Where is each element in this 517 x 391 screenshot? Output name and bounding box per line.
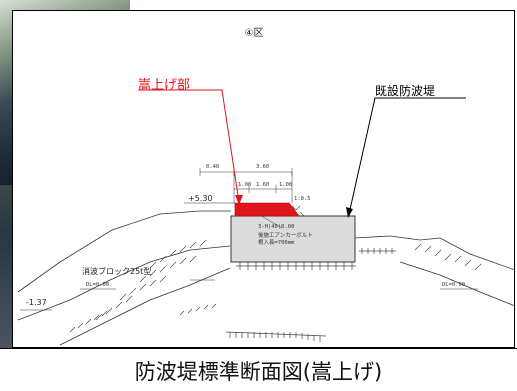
seabed-left: [59, 267, 231, 346]
dimension-lines: [184, 168, 293, 281]
raised-part-label: 嵩上げ部: [138, 78, 191, 93]
dim-left-label: 0.40: [206, 164, 220, 170]
dim-a-label: 1.00: [238, 182, 252, 188]
note-line2: 後施工アンカーボルト: [258, 233, 313, 239]
existing-breakwater-leader: [348, 97, 466, 215]
dim-total-label: 3.60: [256, 164, 270, 170]
figure-caption: 防波堤標準断面図(嵩上げ): [0, 348, 517, 391]
existing-caisson: [230, 215, 356, 263]
note-line1: 3-H(40)0.00: [258, 224, 295, 230]
raised-parapet: [234, 202, 300, 217]
elev-minus-label: -1.37: [26, 298, 47, 307]
existing-breakwater-arrowhead: [346, 207, 353, 218]
mound-inner-left: [17, 245, 231, 321]
armor-blocks-left: [95, 239, 207, 321]
raised-part-arrowhead: [235, 195, 243, 205]
seabed-right: [399, 261, 516, 307]
mound-outline-right: [354, 235, 516, 271]
cross-section-frame: [12, 10, 515, 348]
foundation-blocks: [179, 262, 356, 342]
note-line3: 根入長=700mm: [258, 240, 295, 246]
dl-left-label: DL=0.00: [86, 282, 110, 288]
toe-blocks-left: [69, 310, 108, 333]
section-title: ④区: [244, 28, 264, 39]
crest-armor: [291, 205, 305, 217]
slope-label: 1:0.5: [294, 196, 311, 202]
armor-blocks-right: [359, 243, 482, 271]
dl-marks: [20, 288, 478, 311]
existing-breakwater-label: 既設防波堤: [375, 84, 436, 98]
figure-caption-text: 防波堤標準断面図(嵩上げ): [134, 359, 383, 384]
elev-plus-label: +5.30: [188, 194, 213, 203]
mound-outline-left: [17, 210, 231, 293]
dim-c-label: 1.00: [279, 182, 293, 188]
armor-block-label: 消波ブロック25t型: [82, 267, 152, 276]
dim-b-label: 1.60: [256, 182, 270, 188]
raised-part-leader: [138, 89, 240, 203]
dl-right-label: DL=0.00: [442, 282, 466, 288]
